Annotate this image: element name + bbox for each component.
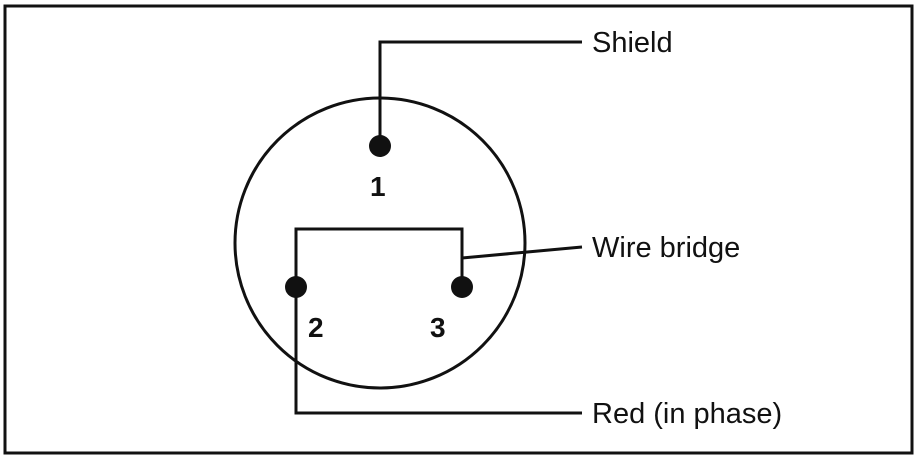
red-leader-line (294, 287, 582, 415)
pin-2-contact (285, 276, 307, 298)
pin-1-contact (369, 135, 391, 157)
diagram-frame (3, 4, 914, 455)
pin-2-number: 2 (308, 312, 324, 343)
pin-3-contact (451, 276, 473, 298)
pin-1-number: 1 (370, 171, 386, 202)
shield-leader-line (378, 40, 582, 146)
wire-bridge-line (294, 227, 464, 287)
pin-3-number: 3 (430, 312, 446, 343)
wire-bridge-label: Wire bridge (592, 232, 740, 264)
wire-bridge-leader-line (461, 245, 583, 260)
red-in-phase-label: Red (in phase) (592, 398, 782, 430)
shield-label: Shield (592, 27, 673, 59)
